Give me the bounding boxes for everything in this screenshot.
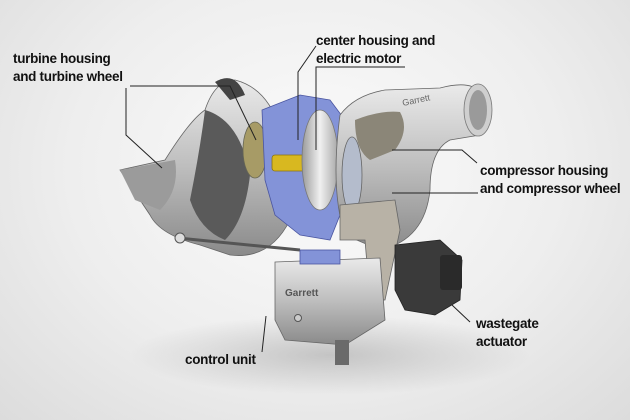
compressor-wheel [341, 136, 363, 214]
leader-center-housing [297, 45, 317, 140]
leader-turbine-housing [125, 88, 163, 169]
wastegate-actuator [394, 239, 463, 316]
label-line: turbine housing [13, 51, 111, 66]
label-line: actuator [476, 334, 527, 349]
label-wastegate-actuator: wastegate actuator [476, 315, 539, 351]
leader-electric-motor [315, 66, 405, 150]
ground-shadow [130, 315, 530, 395]
label-line: electric motor [316, 51, 402, 66]
label-line: center housing and [316, 33, 436, 48]
leader-lines [125, 45, 478, 353]
label-control-unit: control unit [185, 351, 256, 369]
label-line: and compressor wheel [480, 181, 621, 196]
leader-control-unit [261, 315, 267, 353]
control-unit: Garrett [274, 249, 386, 365]
label-line: wastegate [476, 316, 539, 331]
label-turbine-housing: turbine housing and turbine wheel [13, 50, 123, 86]
label-line: control unit [185, 352, 256, 367]
label-compressor-housing: compressor housing and compressor wheel [480, 162, 621, 198]
label-line: and turbine wheel [13, 69, 123, 84]
leader-compressor-housing [392, 149, 478, 164]
leader-turbine-wheel [130, 85, 257, 141]
label-center-housing: center housing and electric motor [316, 32, 435, 68]
turbine-housing [119, 78, 291, 256]
electric-motor [301, 109, 339, 211]
leader-wastegate [451, 304, 471, 323]
wastegate-rod [177, 236, 301, 252]
label-line: compressor housing [480, 163, 609, 178]
garrett-logo-control-unit: Garrett [285, 288, 319, 299]
